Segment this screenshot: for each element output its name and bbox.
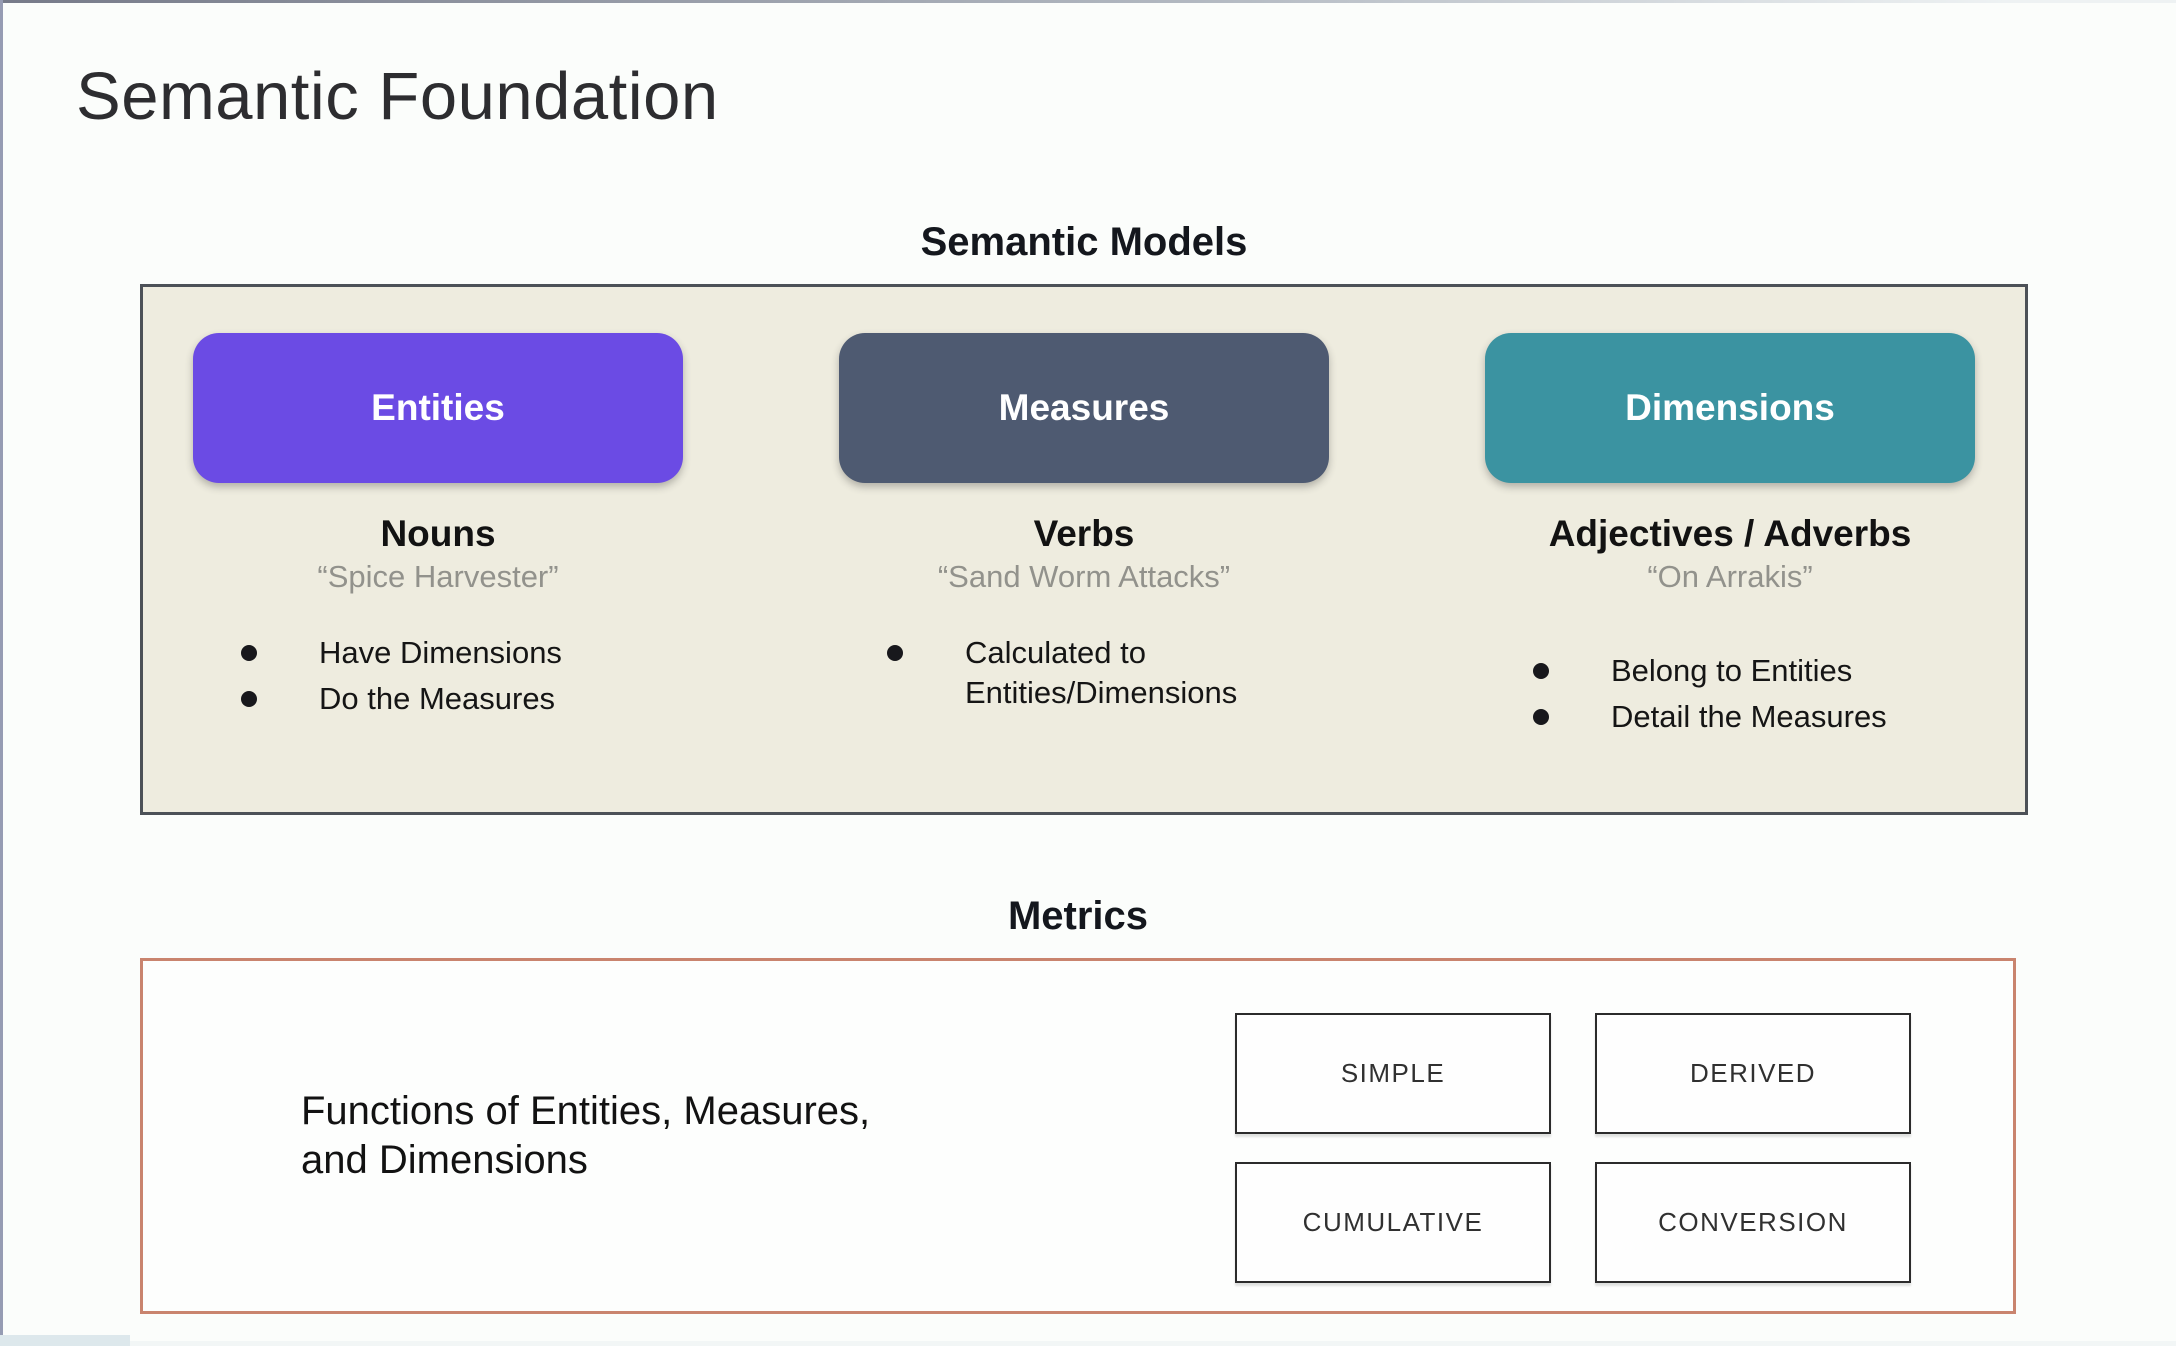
list-item: Do the Measures: [241, 679, 683, 719]
semantic-models-heading: Semantic Models: [920, 220, 1248, 264]
list-item: Have Dimensions: [241, 633, 683, 673]
metric-type-derived: DERIVED: [1595, 1013, 1911, 1134]
metric-type-cumulative: CUMULATIVE: [1235, 1162, 1551, 1283]
measures-column: Measures Verbs “Sand Worm Attacks” Calcu…: [839, 333, 1329, 812]
dimensions-example: “On Arrakis”: [1647, 559, 1813, 594]
bullet-icon: [241, 690, 257, 707]
window-left-edge: [0, 0, 3, 1346]
bullet-text: Do the Measures: [319, 680, 556, 716]
dimensions-word-type: Adjectives / Adverbs: [1548, 513, 1912, 554]
entities-pill: Entities: [193, 333, 683, 483]
metrics-panel: Functions of Entities, Measures, and Dim…: [140, 958, 2016, 1314]
window-bottom-edge: [0, 1341, 2176, 1346]
bullet-text: Detail the Measures: [1611, 698, 1887, 734]
list-item: Detail the Measures: [1533, 697, 1975, 737]
measures-pill: Measures: [839, 333, 1329, 483]
metric-types-grid: SIMPLE DERIVED CUMULATIVE CONVERSION: [1235, 1013, 1911, 1283]
metric-type-conversion: CONVERSION: [1595, 1162, 1911, 1283]
semantic-models-panel: Entities Nouns “Spice Harvester” Have Di…: [140, 284, 2028, 815]
measures-word-type: Verbs: [1033, 513, 1135, 554]
metrics-description: Functions of Entities, Measures, and Dim…: [301, 1089, 871, 1183]
bullet-text: Calculated to Entities/Dimensions: [965, 635, 1238, 710]
metrics-heading: Metrics: [1007, 894, 1149, 938]
bullet-icon: [1533, 708, 1549, 725]
list-item: Calculated to Entities/Dimensions: [887, 633, 1329, 712]
bullet-icon: [887, 645, 903, 661]
metric-type-simple: SIMPLE: [1235, 1013, 1551, 1134]
entities-column: Entities Nouns “Spice Harvester” Have Di…: [193, 333, 683, 812]
bullet-icon: [241, 645, 257, 661]
bullet-icon: [1533, 663, 1549, 679]
measures-bullets: Calculated to Entities/Dimensions: [839, 633, 1329, 712]
bullet-text: Have Dimensions: [319, 635, 562, 670]
window-top-edge: [0, 0, 2176, 3]
bullet-text: Belong to Entities: [1611, 653, 1853, 688]
page-title: Semantic Foundation: [76, 59, 719, 134]
dimensions-bullets: Belong to Entities Detail the Measures: [1485, 651, 1975, 736]
list-item: Belong to Entities: [1533, 651, 1975, 691]
dimensions-pill: Dimensions: [1485, 333, 1975, 483]
entities-word-type: Nouns: [380, 513, 496, 554]
dimensions-column: Dimensions Adjectives / Adverbs “On Arra…: [1485, 333, 1975, 812]
window-bottom-corner: [0, 1335, 130, 1346]
entities-example: “Spice Harvester”: [317, 559, 559, 594]
entities-bullets: Have Dimensions Do the Measures: [193, 633, 683, 718]
measures-example: “Sand Worm Attacks”: [937, 559, 1231, 594]
